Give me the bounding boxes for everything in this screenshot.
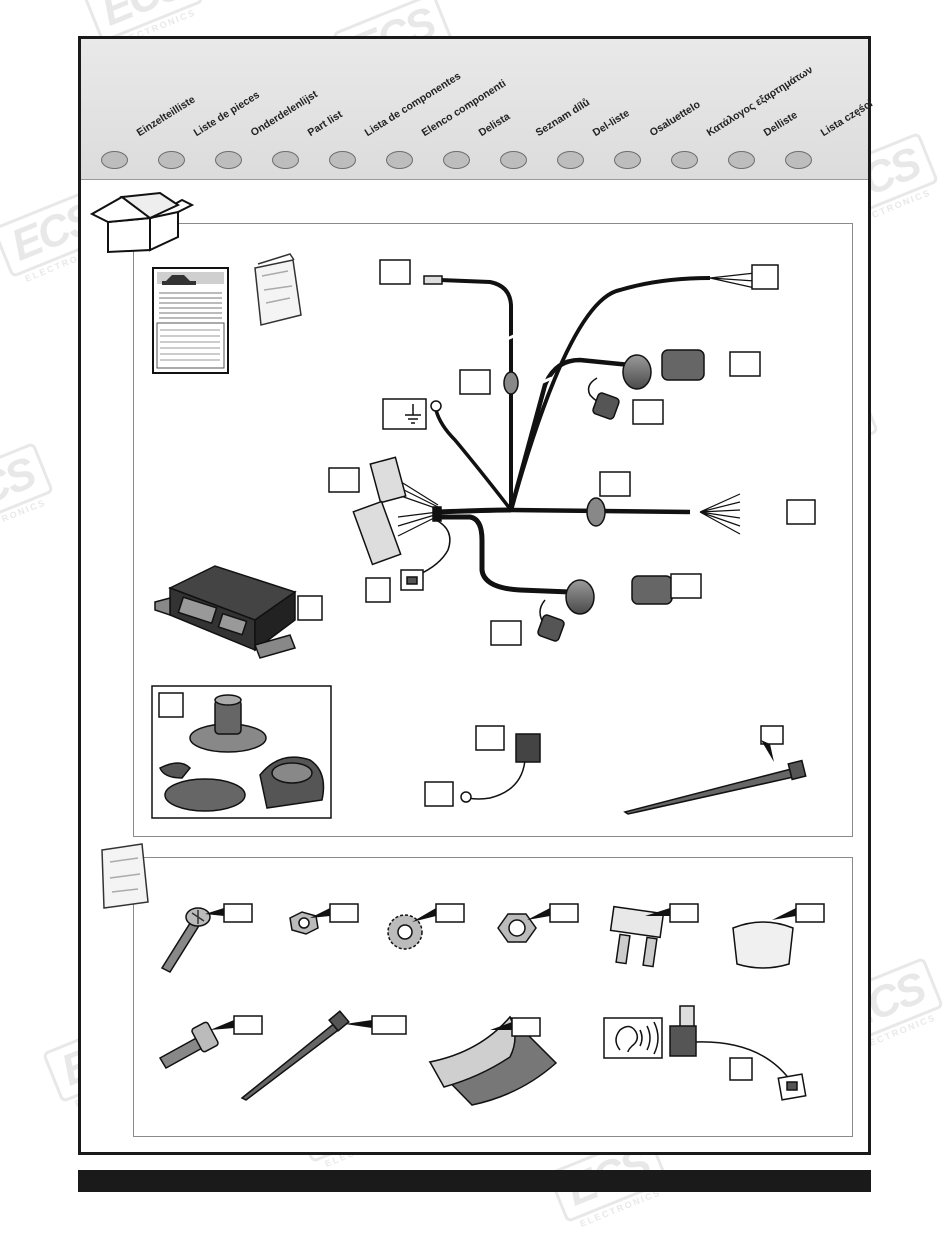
callout-box bbox=[729, 351, 761, 377]
callout-box bbox=[670, 573, 702, 599]
callout-box bbox=[233, 1015, 263, 1035]
language-checkbox[interactable] bbox=[101, 151, 128, 169]
callout-box bbox=[632, 399, 664, 425]
callout-box bbox=[223, 903, 253, 923]
callout-box bbox=[549, 903, 579, 923]
large-nut-icon bbox=[497, 913, 537, 943]
language-checkbox[interactable] bbox=[614, 151, 641, 169]
callout-box bbox=[379, 259, 411, 285]
callout-box bbox=[297, 595, 323, 621]
callout-box bbox=[475, 725, 505, 751]
callout-box bbox=[490, 620, 522, 646]
callout-box bbox=[669, 903, 699, 923]
fuse-holder-icon bbox=[460, 733, 541, 803]
language-checkbox[interactable] bbox=[500, 151, 527, 169]
socket-connector-icon bbox=[537, 349, 705, 642]
language-checkbox[interactable] bbox=[386, 151, 413, 169]
language-checkbox[interactable] bbox=[158, 151, 185, 169]
callout-box bbox=[371, 1015, 407, 1035]
bolt-icon bbox=[158, 1021, 219, 1070]
callout-box bbox=[158, 692, 184, 718]
rubber-cap-icon bbox=[732, 921, 794, 969]
grommet-icon bbox=[503, 371, 519, 395]
parts-bag-icon bbox=[101, 843, 149, 909]
callout-box bbox=[328, 467, 360, 493]
language-checkbox[interactable] bbox=[215, 151, 242, 169]
cable-tie-icon bbox=[623, 759, 807, 815]
language-checkbox[interactable] bbox=[329, 151, 356, 169]
callout-box bbox=[729, 1057, 753, 1081]
multi-pin-connector-icon bbox=[352, 456, 424, 591]
footer-bar bbox=[78, 1170, 871, 1192]
adhesive-pad-icon bbox=[428, 1015, 558, 1106]
cable-tie-icon bbox=[240, 1010, 350, 1101]
callout-box bbox=[424, 781, 454, 807]
blade-fuse-icon bbox=[609, 905, 665, 968]
socket-kit-icon bbox=[159, 694, 325, 812]
callout-box bbox=[751, 264, 779, 290]
language-checkbox[interactable] bbox=[272, 151, 299, 169]
callout-box bbox=[459, 369, 491, 395]
wiring-harness-icon bbox=[397, 272, 756, 626]
callout-box bbox=[795, 903, 825, 923]
callout-box bbox=[760, 725, 784, 745]
manual-icon bbox=[152, 267, 229, 374]
language-checkbox[interactable] bbox=[785, 151, 812, 169]
language-checkbox[interactable] bbox=[728, 151, 755, 169]
callout-box bbox=[435, 903, 465, 923]
callout-box bbox=[786, 499, 816, 525]
box-icon bbox=[89, 191, 195, 254]
language-checkbox[interactable] bbox=[443, 151, 470, 169]
parts-bag-icon bbox=[254, 253, 302, 326]
terminal-connector-icon bbox=[423, 275, 443, 285]
callout-box bbox=[511, 1017, 541, 1037]
callout-box bbox=[599, 471, 631, 497]
language-header: Einzelteilliste Liste de pieces Onderdel… bbox=[81, 39, 875, 180]
buzzer-icon bbox=[603, 1005, 807, 1101]
lock-washer-icon bbox=[387, 914, 423, 950]
ground-symbol-icon bbox=[382, 398, 427, 430]
grommet-icon bbox=[586, 497, 606, 527]
screw-icon bbox=[160, 907, 211, 973]
control-module-icon bbox=[154, 565, 297, 659]
callout-box bbox=[365, 577, 391, 603]
ring-terminal-icon bbox=[430, 400, 442, 412]
language-checkbox[interactable] bbox=[671, 151, 698, 169]
callout-box bbox=[329, 903, 359, 923]
language-checkbox[interactable] bbox=[557, 151, 584, 169]
